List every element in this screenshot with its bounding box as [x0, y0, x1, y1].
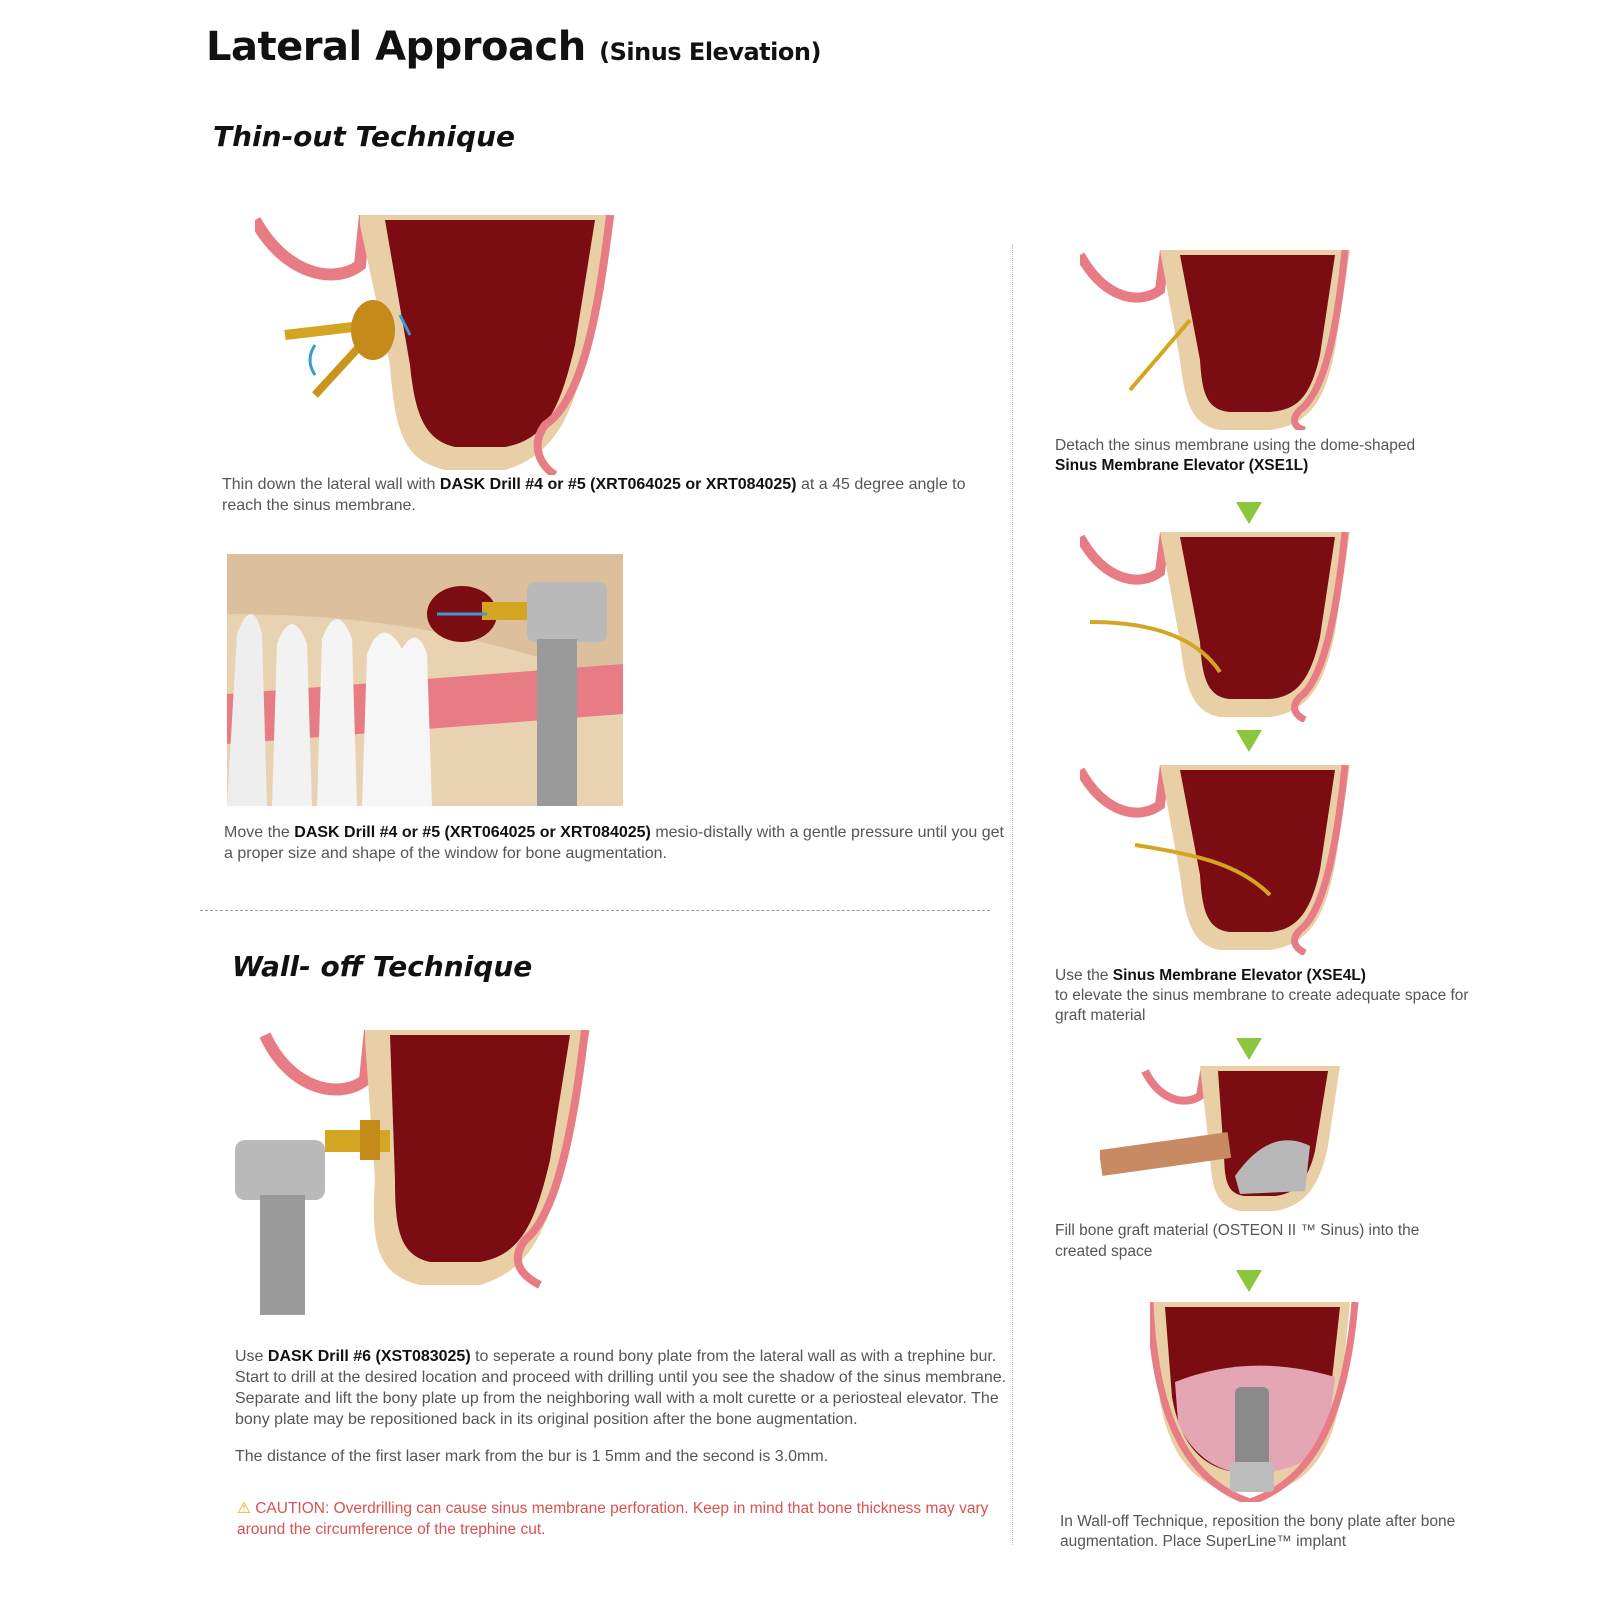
down-arrow-icon: [1236, 502, 1262, 524]
title-sub: (Sinus Elevation): [599, 38, 821, 66]
thin-out-window-illustration: [227, 554, 623, 806]
right-step2b-illustration: [1080, 765, 1350, 955]
caption-text: to seperate a round bony plate from the …: [235, 1348, 1007, 1428]
drill-name: DASK Drill #4 or #5 (XRT064025 or XRT084…: [439, 476, 797, 493]
elevator-name: Sinus Membrane Elevator (XSE4L): [1112, 967, 1366, 984]
right-step2a-illustration: [1080, 532, 1350, 722]
right-step3-illustration: [1100, 1066, 1340, 1211]
wall-off-heading: Wall- off Technique: [232, 950, 533, 983]
elevator-name: Sinus Membrane Elevator (XSE1L): [1055, 457, 1309, 474]
right-step2-caption: Use the Sinus Membrane Elevator (XSE4L) …: [1055, 966, 1475, 1026]
thin-out-step1-caption: Thin down the lateral wall with DASK Dri…: [222, 474, 1002, 516]
column-divider: [1012, 245, 1013, 1545]
caption-text: Use: [235, 1348, 268, 1365]
caption-text: Detach the sinus membrane using the dome…: [1055, 437, 1416, 454]
title-main: Lateral Approach: [206, 24, 586, 70]
caption-text: at a 45 degree angle to reach the sinus …: [222, 476, 966, 514]
page-title: Lateral Approach (Sinus Elevation): [206, 24, 821, 70]
thin-out-step2-caption: Move the DASK Drill #4 or #5 (XRT064025 …: [224, 822, 1004, 864]
section-divider: [200, 910, 990, 911]
caption-text: mesio-distally with a gentle pressure un…: [224, 824, 1004, 862]
drill-name: DASK Drill #6 (XST083025): [267, 1348, 471, 1365]
caution-note: ⚠ CAUTION: Overdrilling can cause sinus …: [237, 1498, 997, 1540]
right-step4-caption: In Wall-off Technique, reposition the bo…: [1060, 1513, 1456, 1550]
right-step1-caption: Detach the sinus membrane using the dome…: [1055, 436, 1475, 476]
wall-off-drill-illustration: [235, 1030, 590, 1315]
laser-mark-note: The distance of the first laser mark fro…: [235, 1448, 829, 1465]
thin-out-heading: Thin-out Technique: [213, 120, 515, 153]
caption-text: Move the: [224, 824, 295, 841]
drill-name: DASK Drill #4 or #5 (XRT064025 or XRT084…: [294, 824, 651, 841]
caution-label: CAUTION:: [255, 1500, 330, 1517]
caution-text: Overdrilling can cause sinus membrane pe…: [237, 1500, 989, 1538]
caption-text: to elevate the sinus membrane to create …: [1055, 987, 1469, 1024]
warning-icon: ⚠: [237, 1500, 251, 1517]
right-step4-illustration: [1150, 1302, 1359, 1502]
down-arrow-icon: [1236, 1038, 1262, 1060]
down-arrow-icon: [1236, 1270, 1262, 1292]
wall-off-step1-caption: Use DASK Drill #6 (XST083025) to seperat…: [235, 1346, 1015, 1430]
right-step1-illustration: [1080, 250, 1350, 430]
thin-out-drill-angle-illustration: [255, 215, 615, 475]
caption-text: Use the: [1055, 967, 1113, 984]
right-step3-caption: Fill bone graft material (OSTEON II ™ Si…: [1055, 1222, 1420, 1260]
down-arrow-icon: [1236, 730, 1262, 752]
caption-text: Thin down the lateral wall with: [222, 476, 440, 493]
